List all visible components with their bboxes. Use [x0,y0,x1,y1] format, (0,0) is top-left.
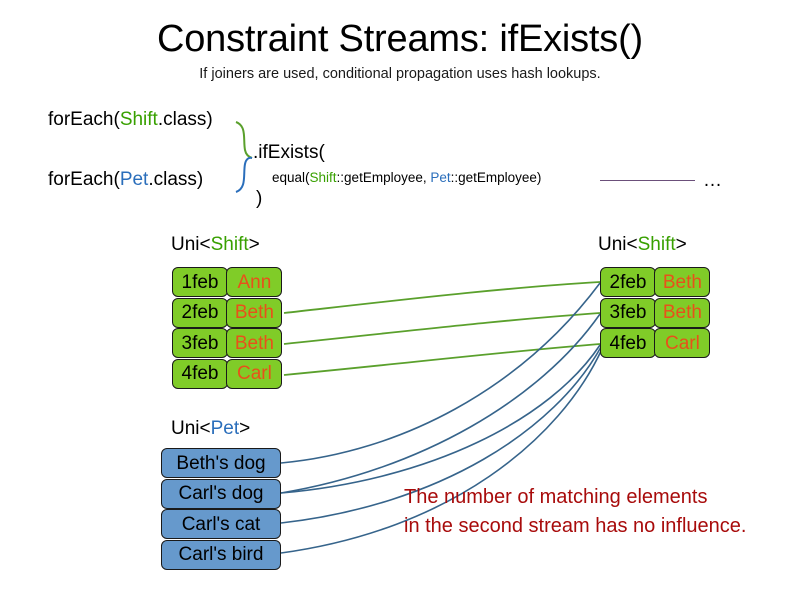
green-connector-4feb [283,343,601,376]
caption-left-prefix: Uni< [171,234,211,255]
code-equal-prefix: equal( [272,170,310,185]
code-equal-type-shift: Shift [309,170,337,185]
code-foreach-pet: forEach(Pet.class) [48,169,203,191]
code-ifexists: .ifExists( [253,142,325,163]
green-connector-2feb [283,281,601,314]
left-shift-date-cell: 1feb [172,267,228,297]
blue-connector-beths-dog [280,282,601,464]
caption-pet-suffix: > [239,418,251,439]
page-title: Constraint Streams: ifExists() [157,18,643,60]
code-foreach-shift: forEach(Shift.class) [48,109,213,131]
annotation-line-2: in the second stream has no influence. [404,515,747,537]
green-connector-3feb [283,312,601,345]
caption-pet-stream: Uni<Pet> [171,418,250,440]
code-close-paren: ) [256,188,263,209]
left-shift-name-cell: Ann [226,267,283,297]
code-foreach-pet-type: Pet [119,169,149,190]
caption-left-type: Shift [210,234,249,255]
code-equal-mid: ::getEmployee, [336,170,431,185]
right-shift-date-cell: 3feb [600,297,656,328]
caption-right-suffix: > [675,234,687,255]
left-shift-name-cell: Beth [226,297,283,328]
equal-trailing-line [600,180,695,181]
blue-connector-carls-dog-a [280,313,601,494]
caption-right-type: Shift [637,234,676,255]
right-shift-name-cell: Beth [654,297,711,328]
list-item[interactable]: Beth's dog [161,448,281,478]
code-foreach-shift-suffix: .class) [157,109,213,130]
annotation-line-1: The number of matching elements [404,486,708,508]
left-shift-date-cell: 2feb [172,297,228,328]
left-shift-date-cell: 4feb [172,358,228,389]
list-item[interactable]: Carl's bird [161,539,281,570]
page-subtitle: If joiners are used, conditional propaga… [199,66,601,82]
annotation-note: The number of matching elements in the s… [404,483,746,541]
right-shift-name-cell: Carl [654,328,711,358]
code-ellipsis: … [703,170,722,191]
caption-left-shift-stream: Uni<Shift> [171,234,260,256]
caption-right-prefix: Uni< [598,234,638,255]
list-item[interactable]: Carl's dog [161,478,281,509]
brace-upper-green [235,121,253,159]
caption-left-suffix: > [248,234,260,255]
code-foreach-pet-prefix: forEach( [48,169,120,190]
list-item[interactable]: Carl's cat [161,509,281,539]
code-equal-suffix: ::getEmployee) [450,170,542,185]
code-foreach-shift-type: Shift [119,109,158,130]
caption-pet-prefix: Uni< [171,418,211,439]
code-foreach-shift-prefix: forEach( [48,109,120,130]
code-equal-type-pet: Pet [430,170,451,185]
left-shift-name-cell: Carl [226,358,283,389]
code-equal-joiner: equal(Shift::getEmployee, Pet::getEmploy… [272,170,541,185]
left-shift-date-cell: 3feb [172,328,228,358]
caption-pet-type: Pet [210,418,240,439]
brace-lower-blue [235,156,253,193]
right-shift-date-cell: 4feb [600,328,656,358]
right-shift-name-cell: Beth [654,267,711,297]
blue-connector-carls-dog-b [280,344,601,494]
left-shift-name-cell: Beth [226,328,283,358]
caption-right-shift-stream: Uni<Shift> [598,234,687,256]
right-shift-date-cell: 2feb [600,267,656,297]
code-foreach-pet-suffix: .class) [148,169,204,190]
